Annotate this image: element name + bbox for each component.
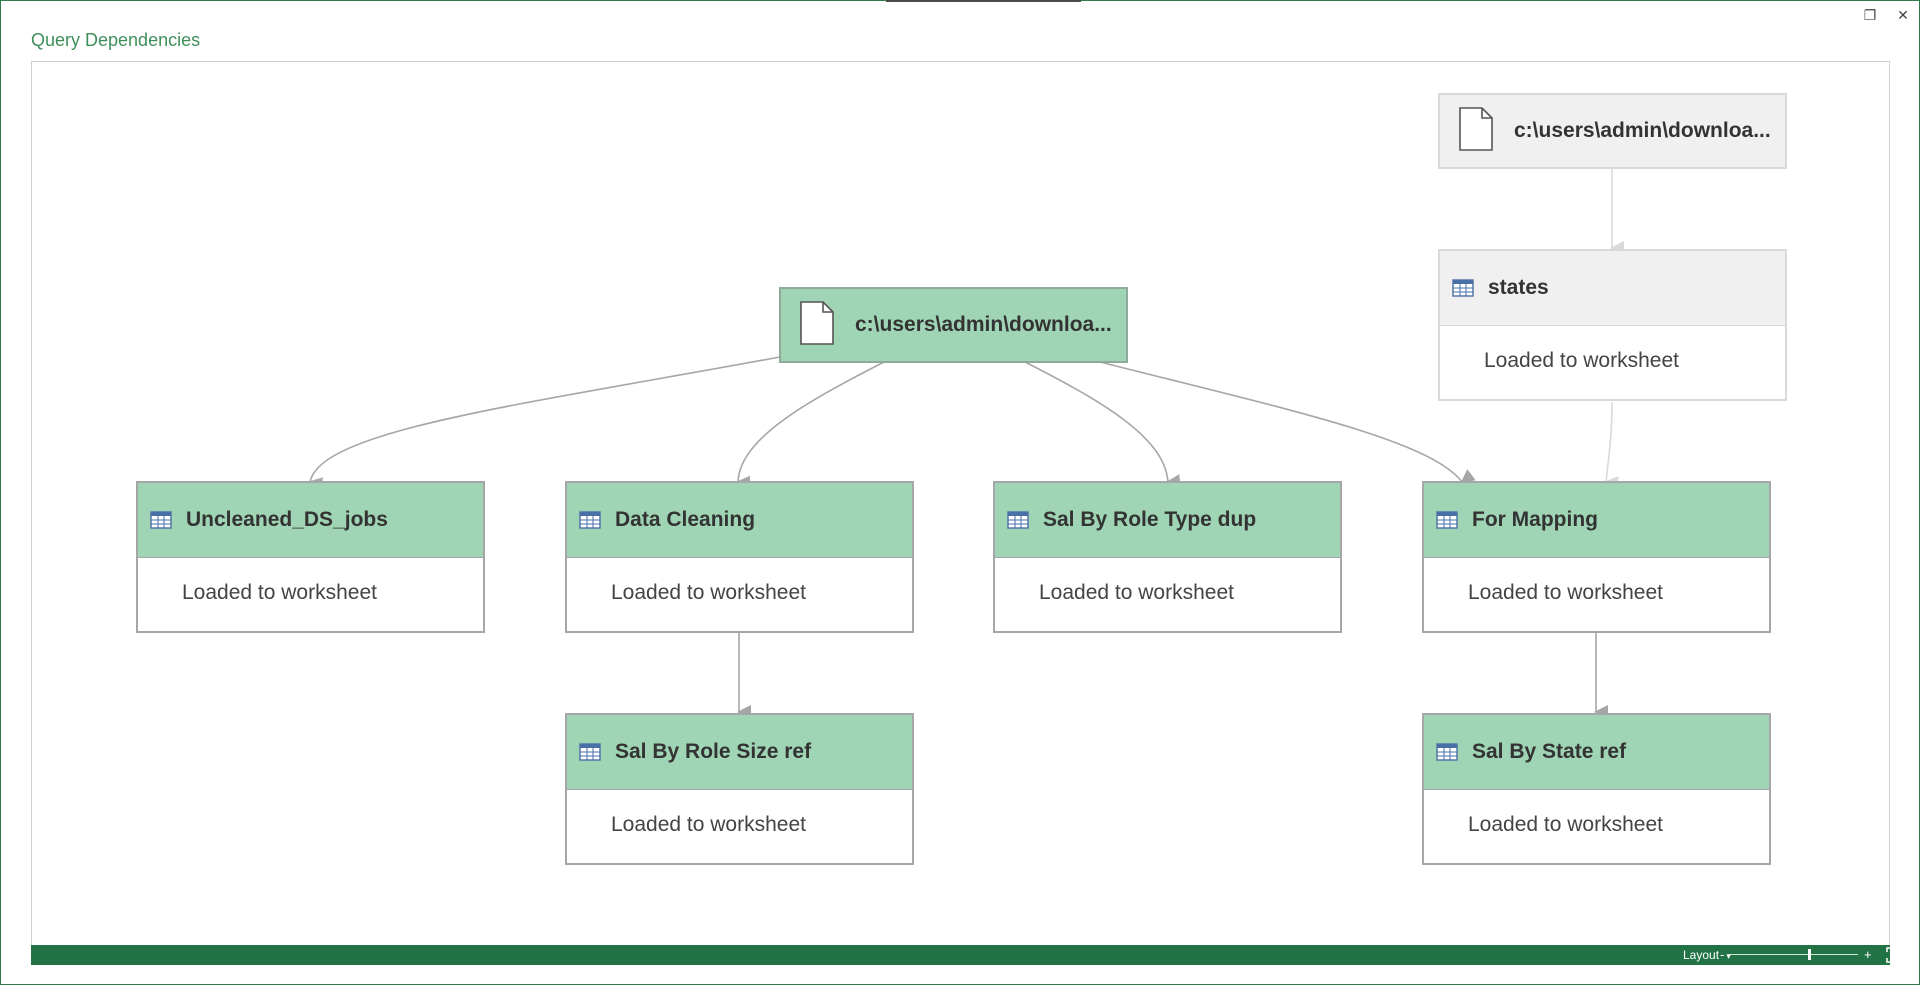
query-node-title: For Mapping xyxy=(1472,508,1598,531)
layout-dropdown[interactable]: Layout ▾ xyxy=(1683,945,1731,965)
table-icon xyxy=(579,511,601,529)
window-title: Query Dependencies xyxy=(31,30,201,50)
table-icon xyxy=(150,511,172,529)
file-icon xyxy=(799,300,835,351)
query-node-title: Uncleaned_DS_jobs xyxy=(186,508,388,531)
query-node-header: For Mapping xyxy=(1424,483,1769,558)
table-icon xyxy=(1452,279,1474,297)
query-node-header: states xyxy=(1440,251,1785,326)
zoom-in-button[interactable]: + xyxy=(1864,947,1872,962)
restore-button[interactable]: ❐ xyxy=(1863,7,1877,23)
query-node-header: Uncleaned_DS_jobs xyxy=(138,483,483,558)
query-node-title: Data Cleaning xyxy=(615,508,756,531)
query-node-sal-by-role-size-ref[interactable]: Sal By Role Size ref Loaded to worksheet xyxy=(565,713,914,865)
source-node-inactive[interactable]: c:\users\admin\downloa... xyxy=(1438,93,1787,169)
query-node-title: states xyxy=(1488,276,1549,299)
close-button[interactable]: ✕ xyxy=(1897,7,1909,23)
query-node-status: Loaded to worksheet xyxy=(182,581,377,604)
source-node-label: c:\users\admin\downloa... xyxy=(1514,119,1771,142)
query-node-status: Loaded to worksheet xyxy=(1484,349,1679,372)
query-node-header: Sal By State ref xyxy=(1424,715,1769,790)
table-icon xyxy=(1007,511,1029,529)
table-icon xyxy=(1436,511,1458,529)
query-node-header: Sal By Role Size ref xyxy=(567,715,912,790)
fit-to-screen-icon[interactable] xyxy=(1886,947,1902,963)
status-bar: Layout ▾ - + xyxy=(31,945,1902,965)
zoom-slider-thumb[interactable] xyxy=(1807,949,1811,960)
query-node-status: Loaded to worksheet xyxy=(611,581,806,604)
query-node-for-mapping[interactable]: For Mapping Loaded to worksheet xyxy=(1422,481,1771,633)
query-node-status: Loaded to worksheet xyxy=(1468,813,1663,836)
layout-label: Layout xyxy=(1683,948,1720,962)
query-node-header: Data Cleaning xyxy=(567,483,912,558)
file-icon xyxy=(1458,106,1494,157)
query-node-title: Sal By Role Size ref xyxy=(615,740,812,763)
query-node-states[interactable]: states Loaded to worksheet xyxy=(1438,249,1787,401)
query-node-header: Sal By Role Type dup xyxy=(995,483,1340,558)
chevron-down-icon: ▾ xyxy=(1726,951,1731,961)
query-node-sal-by-role-type-dup[interactable]: Sal By Role Type dup Loaded to worksheet xyxy=(993,481,1342,633)
query-node-title: Sal By Role Type dup xyxy=(1043,508,1257,531)
query-node-title: Sal By State ref xyxy=(1472,740,1627,763)
source-node-label: c:\users\admin\downloa... xyxy=(855,313,1112,336)
table-icon xyxy=(579,743,601,761)
zoom-slider-track[interactable] xyxy=(1728,954,1858,955)
query-node-data-cleaning[interactable]: Data Cleaning Loaded to worksheet xyxy=(565,481,914,633)
query-node-status: Loaded to worksheet xyxy=(1468,581,1663,604)
query-node-sal-by-state-ref[interactable]: Sal By State ref Loaded to worksheet xyxy=(1422,713,1771,865)
query-node-uncleaned-ds-jobs[interactable]: Uncleaned_DS_jobs Loaded to worksheet xyxy=(136,481,485,633)
zoom-out-button[interactable]: - xyxy=(1720,947,1725,962)
table-icon xyxy=(1436,743,1458,761)
source-node-active[interactable]: c:\users\admin\downloa... xyxy=(779,287,1128,363)
query-node-status: Loaded to worksheet xyxy=(1039,581,1234,604)
title-bar-accent xyxy=(886,0,1081,2)
query-node-status: Loaded to worksheet xyxy=(611,813,806,836)
